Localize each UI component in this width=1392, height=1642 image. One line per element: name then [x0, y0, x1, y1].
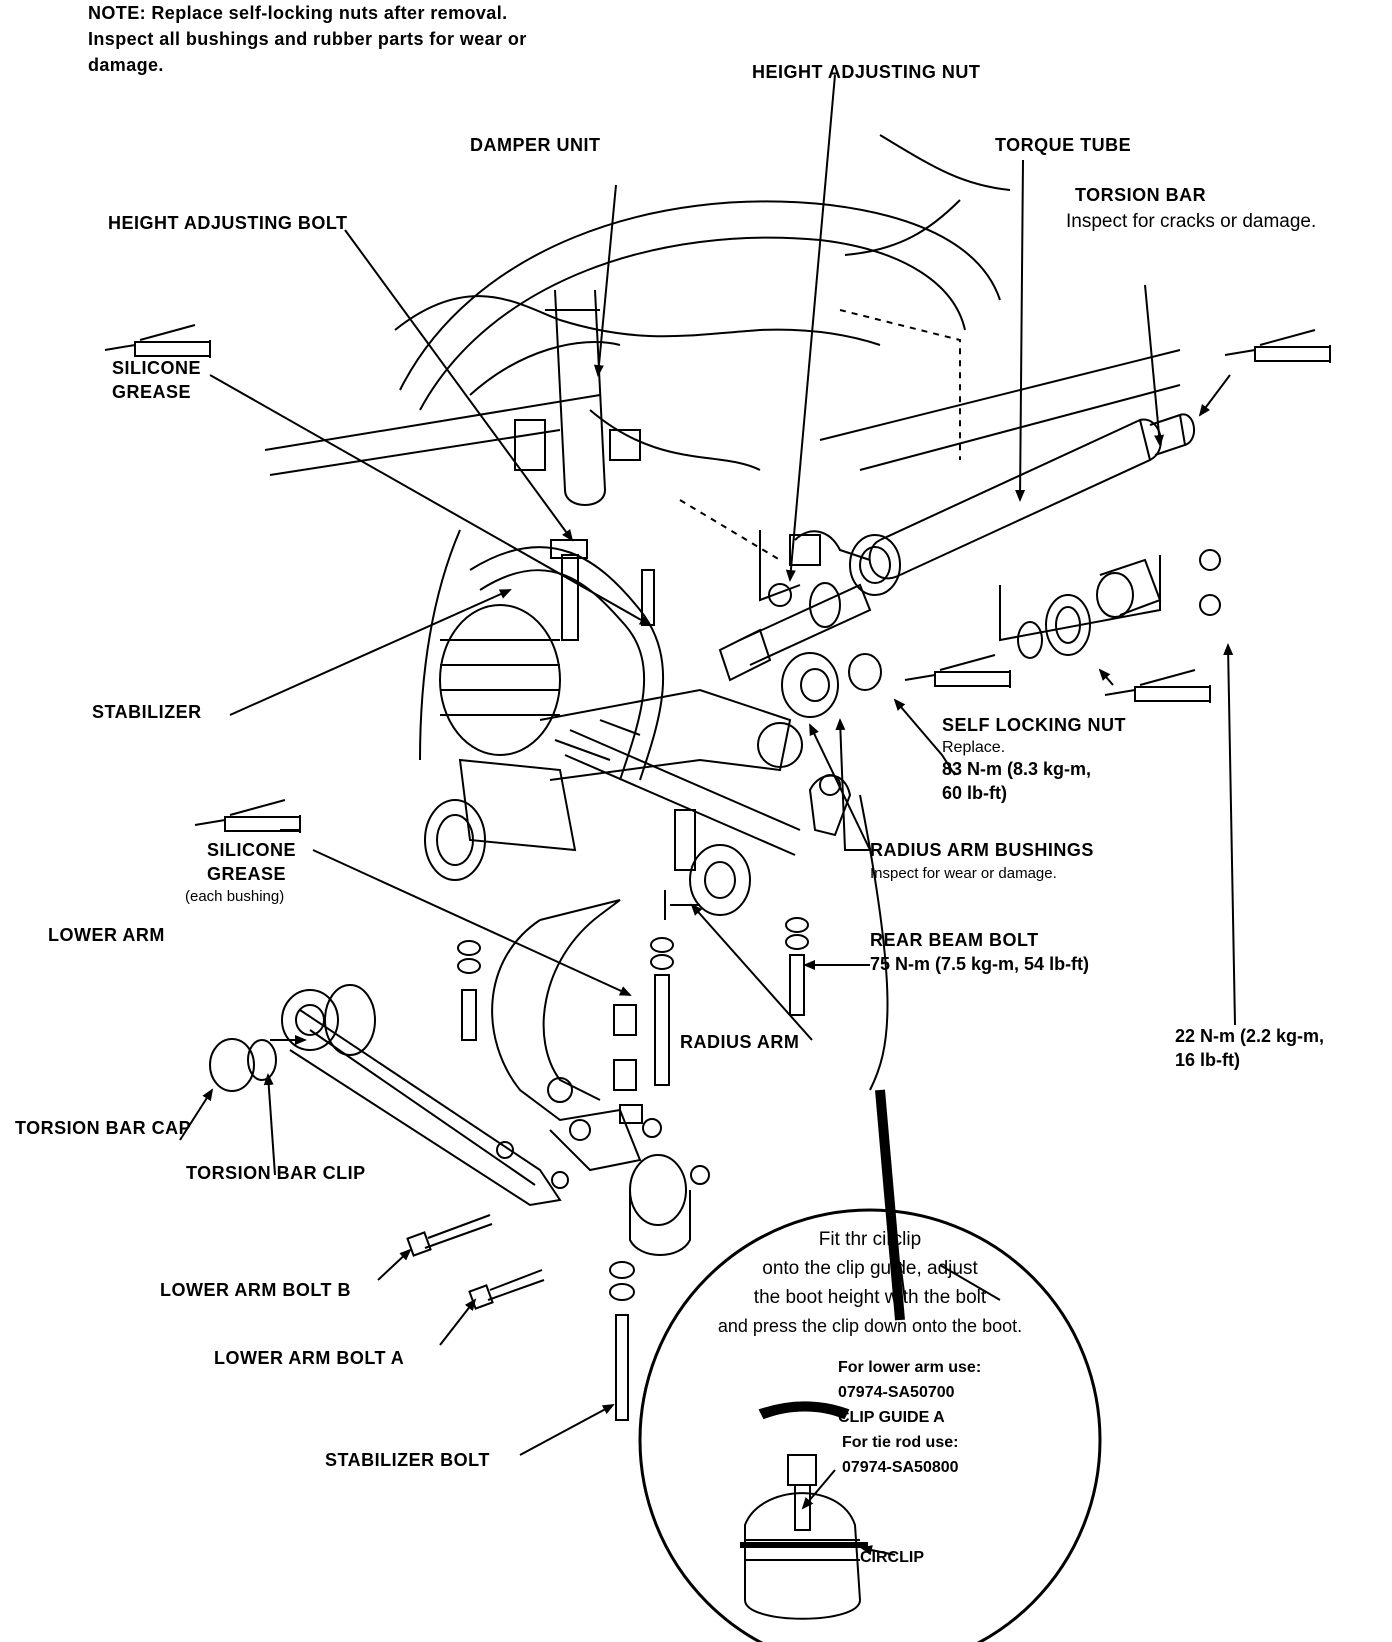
label-torsion-bar-cap: TORSION BAR CAP [15, 1118, 192, 1138]
label-self-locking-nut: SELF LOCKING NUT [942, 715, 1126, 735]
label-torque-tube: TORQUE TUBE [995, 135, 1132, 155]
bushing-set [781, 549, 1221, 718]
damper-unit [514, 289, 641, 506]
label-each-bushing: (each bushing) [185, 888, 285, 905]
callout-tool-info: For lower arm use: 07974-SA50700 CLIP GU… [838, 1355, 981, 1480]
control-arm [491, 899, 691, 1256]
callout-tool-1: For lower arm use: [838, 1359, 982, 1376]
grease-tag-1: GREASE [148, 345, 190, 356]
grease-tag-3: GREASE [948, 675, 990, 686]
label-radius-arm-bushings: RADIUS ARM BUSHINGS [870, 840, 1094, 860]
label-torsion-bar: TORSION BAR [1075, 185, 1207, 205]
callout-tool-4: For tie rod use: [842, 1434, 959, 1451]
label-rear-beam-bolt-torque: 75 N-m (7.5 kg-m, 54 lb-ft) [870, 954, 1090, 974]
label-circlip: CIRCLIP [860, 1549, 924, 1566]
callout-line-3: the boot height with the bolt [753, 1287, 987, 1308]
grease-tag-4: GREASE [1148, 690, 1190, 701]
label-radius-arm-bushings-note: Inspect for wear or damage. [870, 865, 1057, 882]
callout-circle [638, 1208, 1102, 1642]
label-self-locking-nut-torque-1: 83 N-m (8.3 kg-m, [942, 759, 1092, 779]
label-lower-arm: LOWER ARM [48, 925, 165, 945]
wheel-arch-outline [264, 134, 1181, 761]
radius-arm [539, 688, 852, 916]
removal-note: NOTE: Replace self-locking nuts after re… [88, 0, 648, 78]
label-self-locking-nut-replace: Replace. [942, 739, 1006, 756]
lower-arm-bolts [406, 1118, 710, 1310]
label-torsion-bar-clip: TORSION BAR CLIP [186, 1163, 366, 1183]
note-line-1: NOTE: Replace self-locking nuts after re… [88, 3, 508, 23]
torque-tube [718, 413, 1195, 682]
callout-tool-3: CLIP GUIDE A [838, 1409, 945, 1426]
callout-tool-5: 07974-SA50800 [842, 1459, 959, 1476]
label-rear-beam-bolt: REAR BEAM BOLT [870, 930, 1039, 950]
bolts [457, 539, 809, 1421]
label-height-adjusting-bolt: HEIGHT ADJUSTING BOLT [108, 213, 348, 233]
stabilizer-bar [424, 546, 665, 881]
note-line-2: Inspect all bushings and rubber parts fo… [88, 29, 527, 49]
label-silicone-grease-1a: SILICONE [112, 358, 202, 378]
label-damper-unit: DAMPER UNIT [470, 135, 601, 155]
callout-line-2: onto the clip guide, adjust [762, 1258, 978, 1279]
callout-instructions: Fit thr circlip onto the clip guide, adj… [645, 1225, 1095, 1341]
label-silicone-grease-2b: GREASE [207, 864, 287, 884]
grease-tag-2: GREASE [1268, 350, 1310, 361]
callout-line-4: and press the clip down onto the boot. [717, 1316, 1023, 1336]
label-torque-22-2: 16 lb-ft) [1175, 1050, 1240, 1070]
leader-lines [179, 74, 1236, 1456]
callout-line-1: Fit thr circlip [818, 1229, 922, 1250]
label-silicone-grease-1b: GREASE [112, 382, 192, 402]
label-torque-22-1: 22 N-m (2.2 kg-m, [1175, 1026, 1325, 1046]
label-height-adjusting-nut: HEIGHT ADJUSTING NUT [752, 62, 981, 82]
label-lower-arm-bolt-a: LOWER ARM BOLT A [214, 1348, 405, 1368]
label-silicone-grease-2a: SILICONE [207, 840, 297, 860]
label-self-locking-nut-torque-2: 60 lb-ft) [942, 783, 1007, 803]
label-stabilizer-bolt: STABILIZER BOLT [325, 1450, 490, 1470]
label-torsion-bar-note: Inspect for cracks or damage. [1066, 211, 1317, 232]
label-stabilizer: STABILIZER [92, 702, 202, 722]
label-lower-arm-bolt-b: LOWER ARM BOLT B [160, 1280, 351, 1300]
note-line-3: damage. [88, 55, 164, 75]
label-radius-arm: RADIUS ARM [680, 1032, 800, 1052]
grease-gun-icons [104, 324, 1331, 833]
grease-tag-5: GREASE [238, 820, 280, 831]
callout-tool-2: 07974-SA50700 [838, 1384, 955, 1401]
lower-arm [209, 984, 569, 1207]
